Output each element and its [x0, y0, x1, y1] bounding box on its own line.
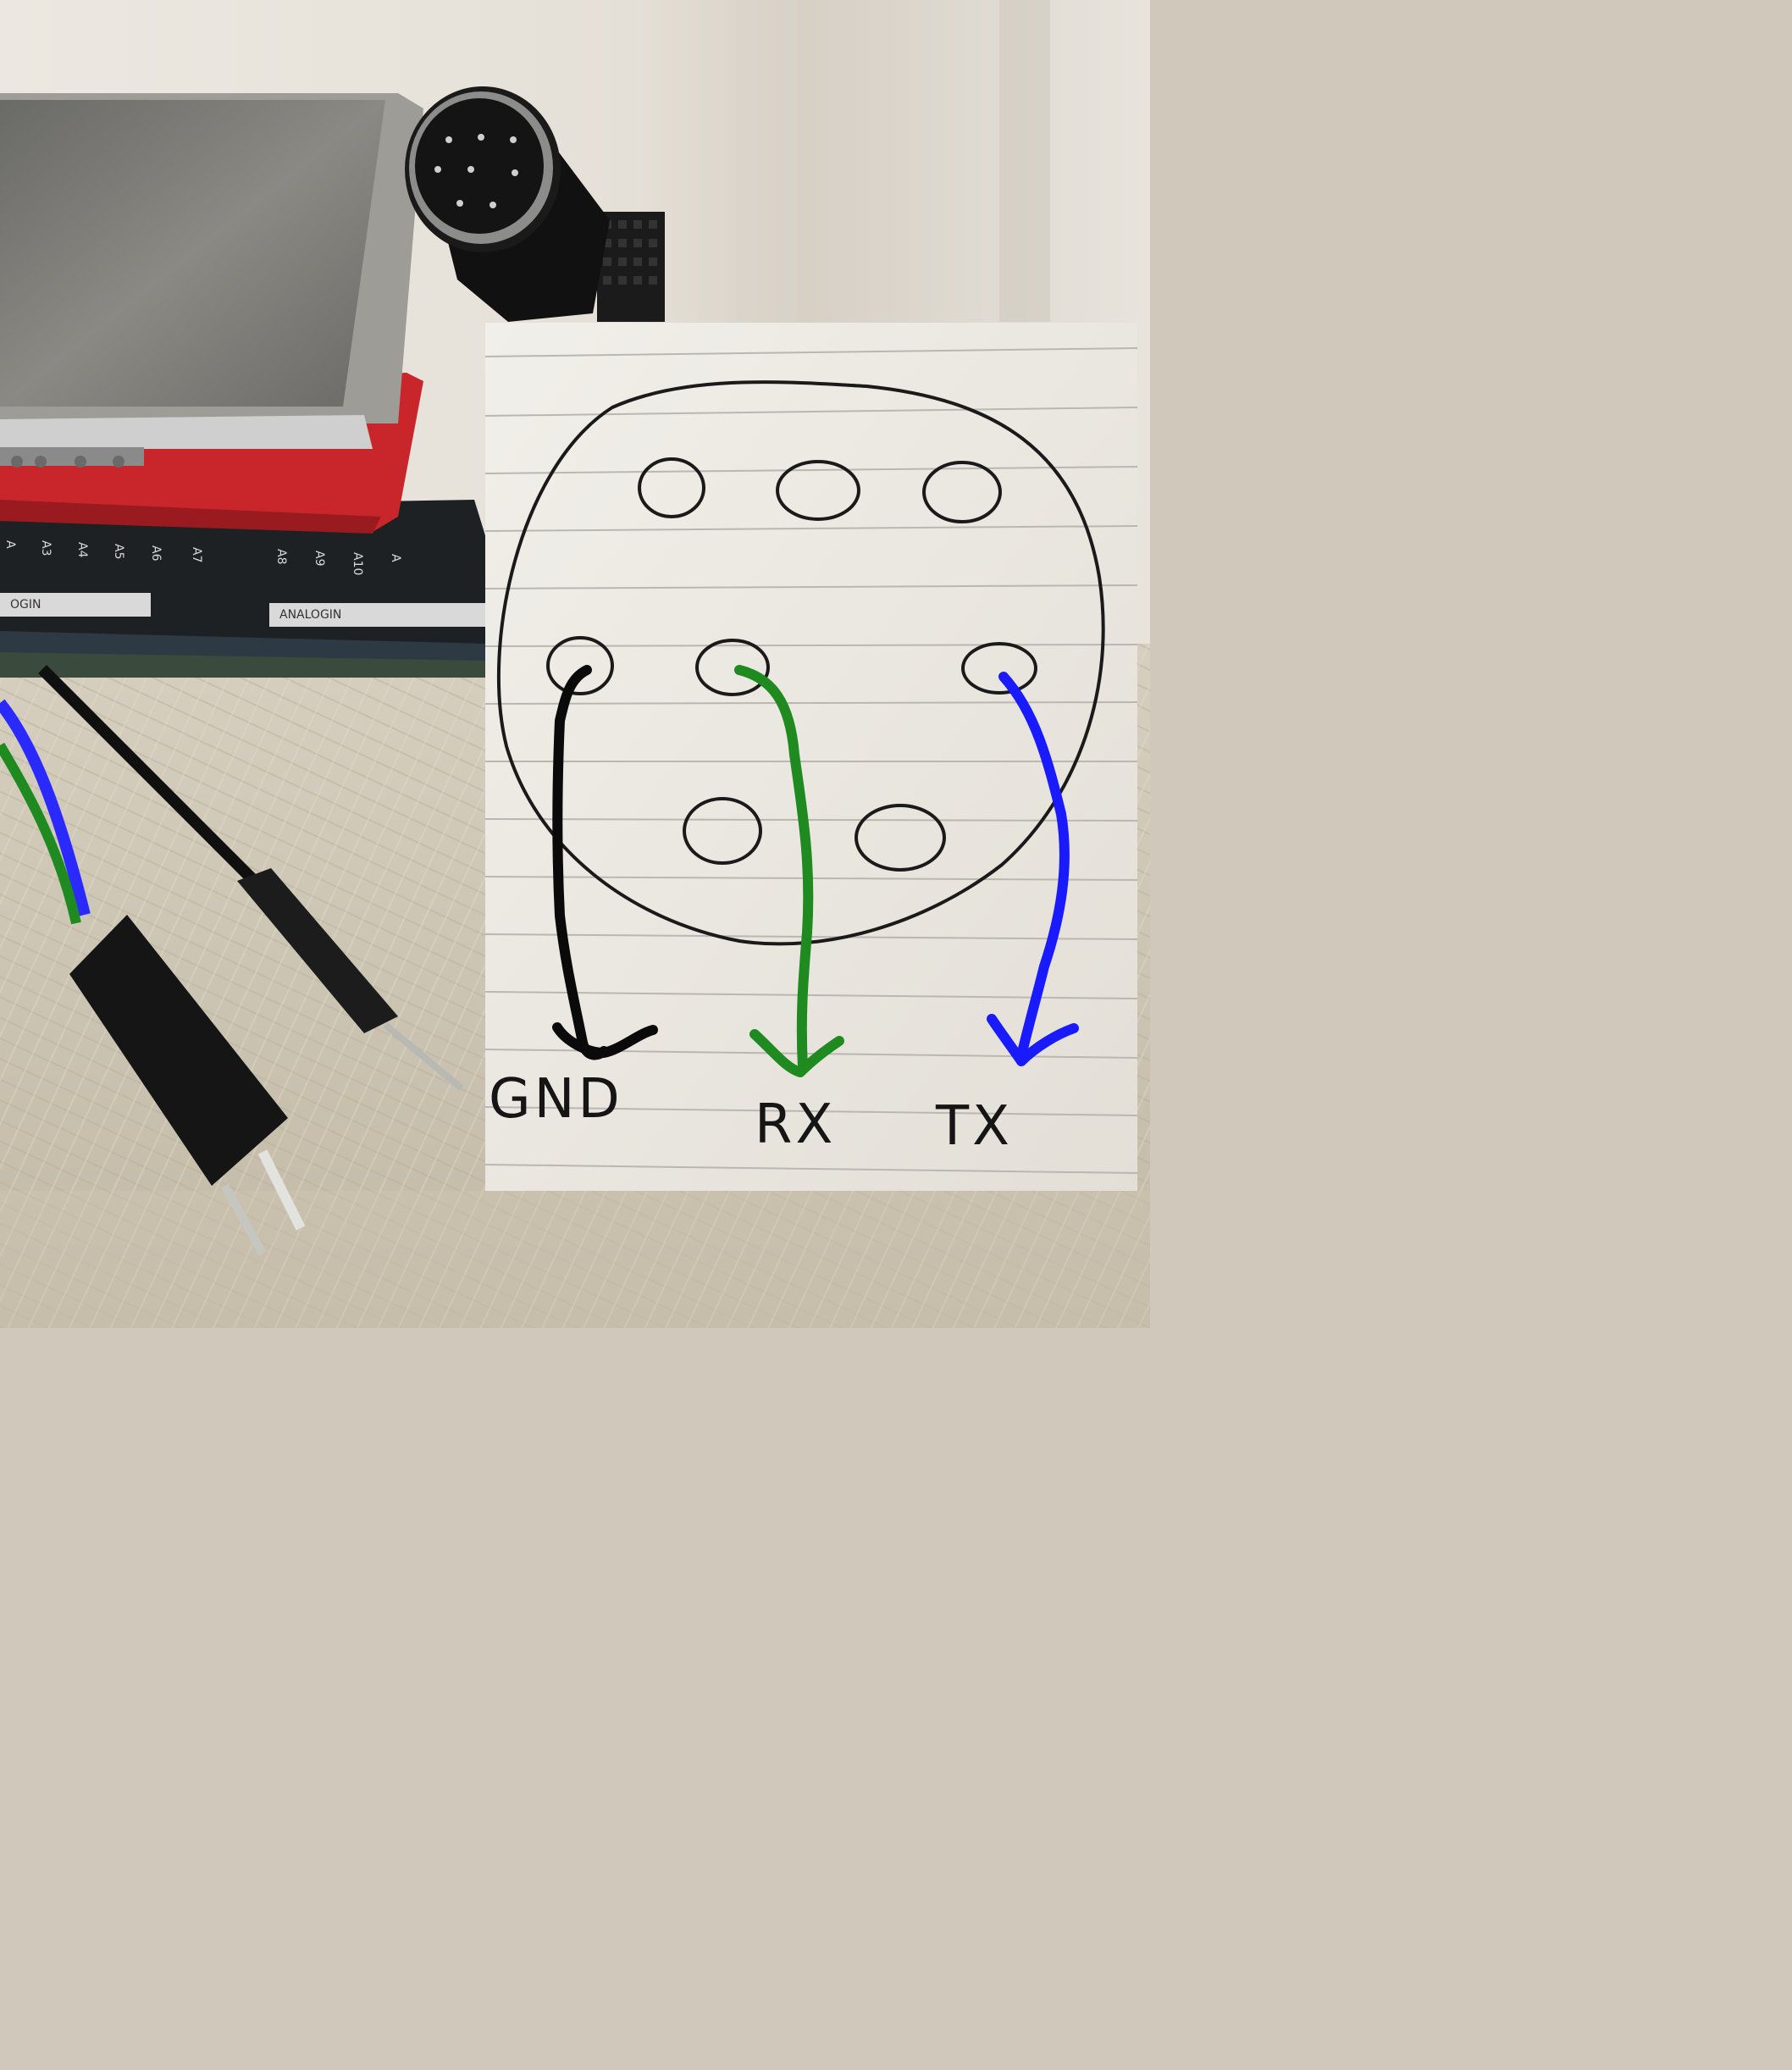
pin-8 — [855, 804, 946, 872]
pinout-note: GND RX TX — [484, 323, 1138, 1191]
gnd-label: GND — [489, 1068, 623, 1131]
connector-outline — [497, 380, 1105, 946]
pin-gnd — [546, 636, 614, 695]
pin-rx — [695, 639, 770, 696]
pinout-sketch — [484, 323, 1138, 1191]
rx-wire — [734, 665, 844, 1077]
pin-label: A — [3, 540, 17, 549]
pin-label: A8 — [274, 549, 288, 565]
pin-label: A5 — [112, 544, 125, 560]
pin-label: A10 — [351, 552, 364, 576]
pin-1 — [638, 457, 705, 518]
pin-label: A4 — [75, 542, 89, 558]
pin-2 — [776, 460, 860, 521]
analog-header-label-left: OGIN — [0, 593, 151, 617]
pin-tx — [961, 642, 1037, 695]
pin-label: A7 — [190, 547, 203, 563]
tx-wire — [987, 672, 1079, 1066]
tx-label: TX — [936, 1095, 1013, 1158]
pin-label: A — [389, 554, 402, 562]
gnd-wire — [552, 665, 658, 1060]
rx-label: RX — [755, 1093, 837, 1156]
pin-label: A3 — [39, 540, 53, 556]
mini-din-connector — [405, 86, 610, 322]
pin-7 — [683, 797, 762, 865]
pin-label: A6 — [149, 545, 163, 562]
analog-header-label-right: ANALOGIN — [269, 603, 485, 627]
pin-3 — [922, 461, 1002, 523]
pin-label: A9 — [312, 551, 326, 567]
